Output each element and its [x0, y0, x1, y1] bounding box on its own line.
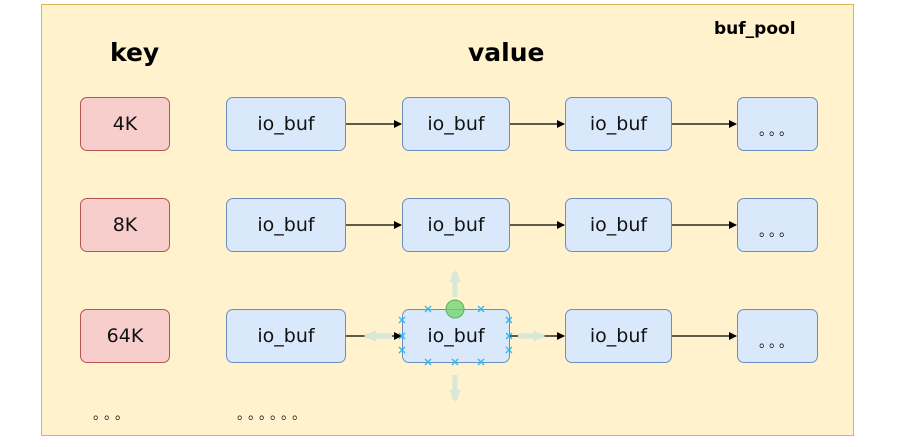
selection-handles[interactable] [398, 305, 513, 366]
value-column-header: value [468, 38, 545, 67]
io-buf-node[interactable]: io_buf [565, 309, 672, 363]
io-buf-node[interactable]: io_buf [226, 97, 346, 151]
key-box-64k[interactable]: 64K [80, 309, 170, 363]
io-buf-node[interactable]: io_buf [402, 97, 510, 151]
io-buf-node[interactable]: io_buf [565, 198, 672, 252]
key-box-8k[interactable]: 8K [80, 198, 170, 252]
io-buf-node[interactable]: io_buf [226, 198, 346, 252]
io-buf-node[interactable]: io_buf [565, 97, 672, 151]
connection-handle[interactable] [445, 299, 465, 319]
io-buf-node[interactable]: io_buf [402, 198, 510, 252]
more-values-ellipsis: 。。。。。。 [237, 407, 310, 423]
buf-pool-label: buf_pool [714, 19, 796, 39]
ellipsis-node[interactable]: 。。。 [737, 309, 818, 363]
key-column-header: key [110, 38, 160, 67]
key-box-4k[interactable]: 4K [80, 97, 170, 151]
ellipsis-node[interactable]: 。。。 [737, 198, 818, 252]
io-buf-node[interactable]: io_buf [226, 309, 346, 363]
more-keys-ellipsis: 。。。 [93, 407, 133, 423]
ellipsis-node[interactable]: 。。。 [737, 97, 818, 151]
